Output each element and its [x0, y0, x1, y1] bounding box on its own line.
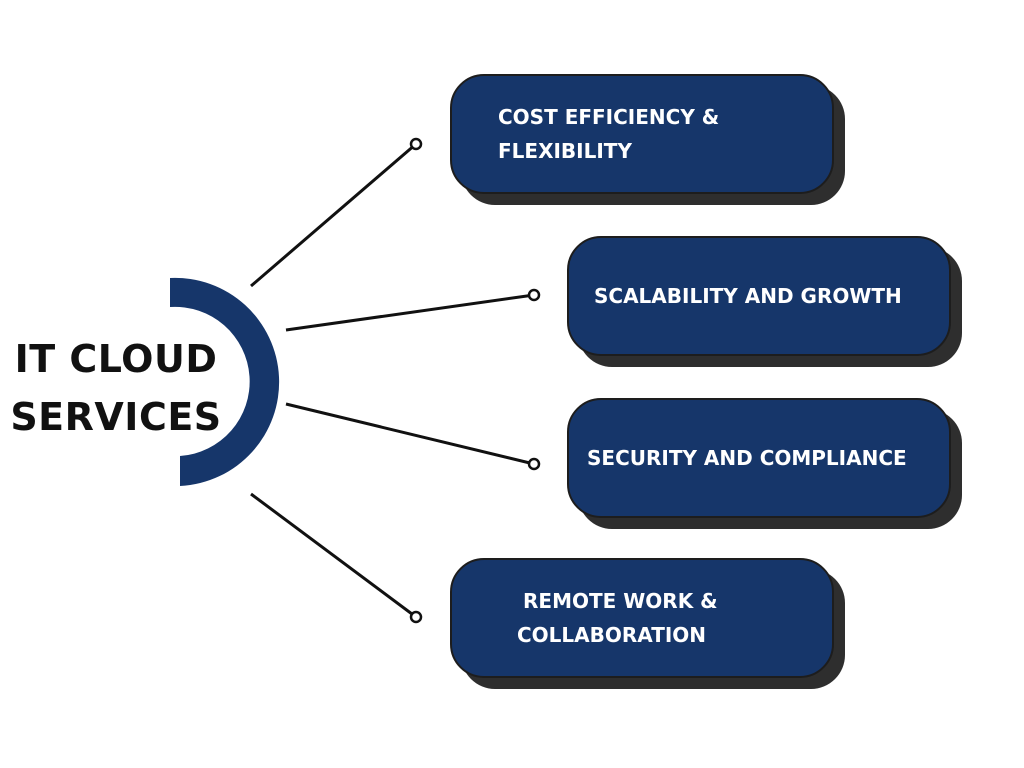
benefit-card-label-line-1: COST EFFICIENCY & — [498, 105, 720, 129]
connector-line-4 — [250, 492, 417, 619]
hub-arc — [170, 277, 280, 486]
connector-line-2 — [285, 293, 535, 332]
benefit-card-label: SCALABILITY AND GROWTH — [594, 284, 902, 308]
hub-title: IT CLOUD SERVICES — [0, 330, 232, 446]
connector-endpoint-4 — [409, 610, 423, 624]
benefit-card-remote-work: REMOTE WORK & COLLABORATION — [450, 558, 834, 678]
connector-endpoint-3 — [527, 457, 541, 471]
connector-endpoint-1 — [409, 137, 423, 151]
benefit-card-label: SECURITY AND COMPLIANCE — [587, 446, 907, 470]
connector-line-1 — [250, 142, 417, 288]
benefit-card-label-line-1: REMOTE WORK & — [523, 589, 718, 613]
benefit-card-scalability: SCALABILITY AND GROWTH — [567, 236, 951, 356]
benefit-card-cost-efficiency: COST EFFICIENCY & FLEXIBILITY — [450, 74, 834, 194]
benefit-card-label-line-2: FLEXIBILITY — [498, 139, 632, 163]
connector-endpoint-2 — [527, 288, 541, 302]
benefit-card-security: SECURITY AND COMPLIANCE — [567, 398, 951, 518]
connector-line-3 — [285, 402, 535, 466]
benefit-card-label-line-2: COLLABORATION — [517, 623, 707, 647]
hub-title-line-1: IT CLOUD — [14, 337, 218, 381]
hub-title-line-2: SERVICES — [10, 395, 222, 439]
